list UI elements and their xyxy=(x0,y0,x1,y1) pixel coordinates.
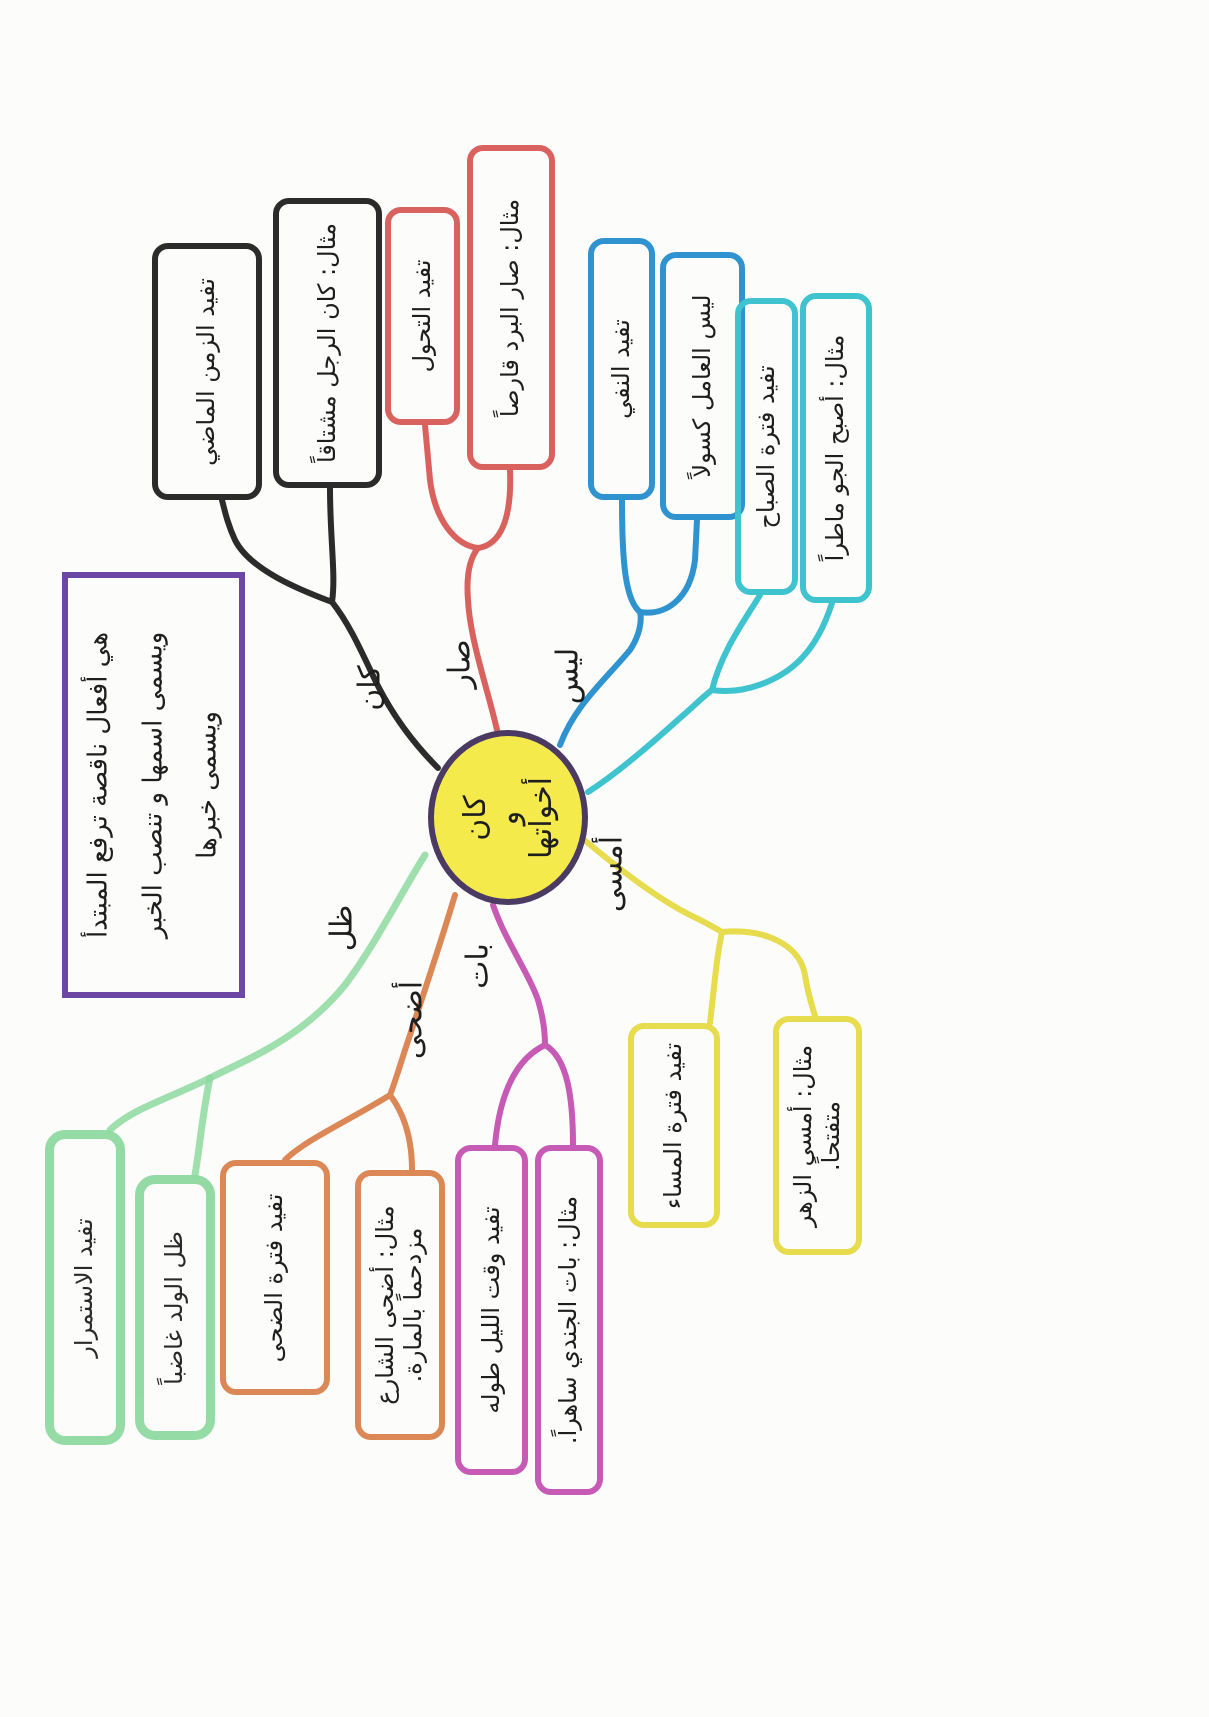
sara-meaning-text-wrap: تفيد التحول xyxy=(394,219,452,413)
central-topic-line-1: كان xyxy=(457,794,493,841)
bata-example-text-wrap: مثال: بات الجندي ساهراً. xyxy=(542,1157,596,1483)
laysa-meaning-text-wrap: تفيد النفي xyxy=(596,250,648,488)
branch-line-bata xyxy=(490,902,548,1048)
laysa-example-box: ليس العامل كسولاً xyxy=(660,252,745,520)
sara-meaning-box: تفيد التحول xyxy=(385,207,460,425)
bata-meaning-box: تفيد وقت الليل طوله xyxy=(455,1145,528,1475)
amsa-meaning-text: تفيد فترة المساء xyxy=(659,1042,688,1209)
bata-example-text: مثال: بات الجندي ساهراً. xyxy=(554,1195,583,1445)
adha-meaning-box: تفيد فترة الضحى xyxy=(220,1160,330,1395)
laysa-example-text-wrap: ليس العامل كسولاً xyxy=(669,264,737,508)
asbaha-example-box: مثال: أصبح الجو ماطراً xyxy=(800,293,872,603)
kana-example-text: مثال: كان الرجل مشتاقاً xyxy=(312,222,341,464)
branch-line-asbaha-meaning xyxy=(709,592,763,693)
branch-line-zalla xyxy=(206,851,429,1082)
asbaha-meaning-text-wrap: تفيد فترة الصباح xyxy=(743,310,791,583)
branch-line-sara-example xyxy=(475,467,514,551)
branch-line-kana-example xyxy=(327,485,337,605)
amsa-example-text: مثال: أمسى الزهر متفتحاً. xyxy=(788,1044,845,1227)
branch-line-adha-meaning xyxy=(282,1092,393,1163)
sara-example-box: مثال: صار البرد قارصاً xyxy=(467,145,555,470)
branch-line-laysa xyxy=(557,609,644,748)
branch-line-zalla-meaning xyxy=(106,1074,214,1134)
branch-label-laysa: ليس xyxy=(550,647,586,705)
kana-example-text-wrap: مثال: كان الرجل مشتاقاً xyxy=(283,210,373,476)
definition-line-3: ويسمى خبرها xyxy=(191,711,222,859)
asbaha-example-text: مثال: أصبح الجو ماطراً xyxy=(821,334,850,562)
kana-meaning-text: تفيد الزمن الماضي xyxy=(192,277,221,466)
branch-line-amsa-meaning xyxy=(707,929,725,1026)
branch-line-asbaha-example xyxy=(709,600,835,694)
branch-line-laysa-meaning xyxy=(619,497,643,615)
adha-example-text-wrap: مثال: أضحى الشارع مزدحماً بالمارة. xyxy=(363,1182,437,1428)
central-topic-line-2: و xyxy=(490,810,526,825)
branch-line-zalla-example xyxy=(191,1074,214,1179)
branch-line-amsa xyxy=(579,835,725,935)
branch-line-sara-meaning xyxy=(422,422,481,551)
laysa-meaning-text: تفيد النفي xyxy=(606,319,635,419)
adha-meaning-text-wrap: تفيد فترة الضحى xyxy=(230,1172,320,1383)
definition-line-1: هي أفعال ناقصة ترفع المبتدأ xyxy=(83,631,114,939)
zalla-example-box: ظل الولد غاضباً xyxy=(135,1175,215,1440)
adha-example-box: مثال: أضحى الشارع مزدحماً بالمارة. xyxy=(355,1170,445,1440)
branch-label-sara: صار xyxy=(442,639,478,689)
asbaha-example-text-wrap: مثال: أصبح الجو ماطراً xyxy=(807,303,865,593)
branch-line-bata-example xyxy=(542,1042,576,1148)
laysa-example-text: ليس العامل كسولاً xyxy=(687,294,716,478)
branch-line-kana xyxy=(329,599,441,771)
adha-meaning-text: تفيد فترة الضحى xyxy=(260,1193,289,1362)
definition-box: هي أفعال ناقصة ترفع المبتدأ ويسمى اسمها … xyxy=(62,572,245,998)
definition-line-2: ويسمى اسمها و تنصب الخبر xyxy=(137,631,168,939)
laysa-meaning-box: تفيد النفي xyxy=(588,238,655,500)
asbaha-meaning-box: تفيد فترة الصباح xyxy=(735,298,798,595)
branch-line-laysa-example xyxy=(637,517,700,616)
branch-label-adha: أضحى xyxy=(394,980,430,1060)
branch-line-adha-example xyxy=(387,1092,415,1173)
branch-label-zalla: ظل xyxy=(324,904,360,952)
kana-example-box: مثال: كان الرجل مشتاقاً xyxy=(273,198,382,488)
bata-meaning-text-wrap: تفيد وقت الليل طوله xyxy=(463,1157,521,1463)
bata-meaning-text: تفيد وقت الليل طوله xyxy=(476,1206,505,1414)
amsa-meaning-text-wrap: تفيد فترة المساء xyxy=(637,1035,711,1216)
branch-line-amsa-example xyxy=(719,928,818,1019)
central-topic-text: كان و أخواتها xyxy=(438,743,578,893)
branch-label-bata: بات xyxy=(460,943,496,989)
branch-line-adha xyxy=(387,892,458,1098)
central-topic-line-3: أخواتها xyxy=(523,776,559,859)
adha-example-text: مثال: أضحى الشارع مزدحماً بالمارة. xyxy=(371,1205,427,1405)
sara-example-text: مثال: صار البرد قارصاً xyxy=(496,198,525,417)
sara-meaning-text: تفيد التحول xyxy=(407,259,436,373)
branch-label-kana: كان xyxy=(352,665,388,711)
central-topic-node: كان و أخواتها xyxy=(428,730,588,905)
amsa-example-text-wrap: مثال: أمسى الزهر متفتحاً. xyxy=(782,1028,854,1243)
definition-text: هي أفعال ناقصة ترفع المبتدأ ويسمى اسمها … xyxy=(72,587,235,983)
branch-line-asbaha xyxy=(585,687,715,795)
zalla-meaning-box: تفيد الاستمرار xyxy=(45,1130,125,1445)
amsa-meaning-box: تفيد فترة المساء xyxy=(628,1023,720,1228)
asbaha-meaning-text: تفيد فترة الصباح xyxy=(751,364,780,529)
kana-meaning-text-wrap: تفيد الزمن الماضي xyxy=(162,255,252,488)
zalla-example-text-wrap: ظل الولد غاضباً xyxy=(146,1189,204,1426)
branch-line-sara xyxy=(464,545,500,733)
amsa-example-box: مثال: أمسى الزهر متفتحاً. xyxy=(773,1016,862,1255)
bata-example-box: مثال: بات الجندي ساهراً. xyxy=(535,1145,603,1495)
kana-meaning-box: تفيد الزمن الماضي xyxy=(152,243,262,500)
sara-example-text-wrap: مثال: صار البرد قارصاً xyxy=(476,157,546,458)
zalla-meaning-text: تفيد الاستمرار xyxy=(70,1217,99,1358)
branch-line-kana-meaning xyxy=(219,497,335,605)
zalla-example-text: ظل الولد غاضباً xyxy=(160,1230,189,1385)
zalla-meaning-text-wrap: تفيد الاستمرار xyxy=(56,1144,114,1431)
branch-line-bata-meaning xyxy=(492,1042,548,1148)
branch-label-amsa: أمسى xyxy=(594,835,630,913)
